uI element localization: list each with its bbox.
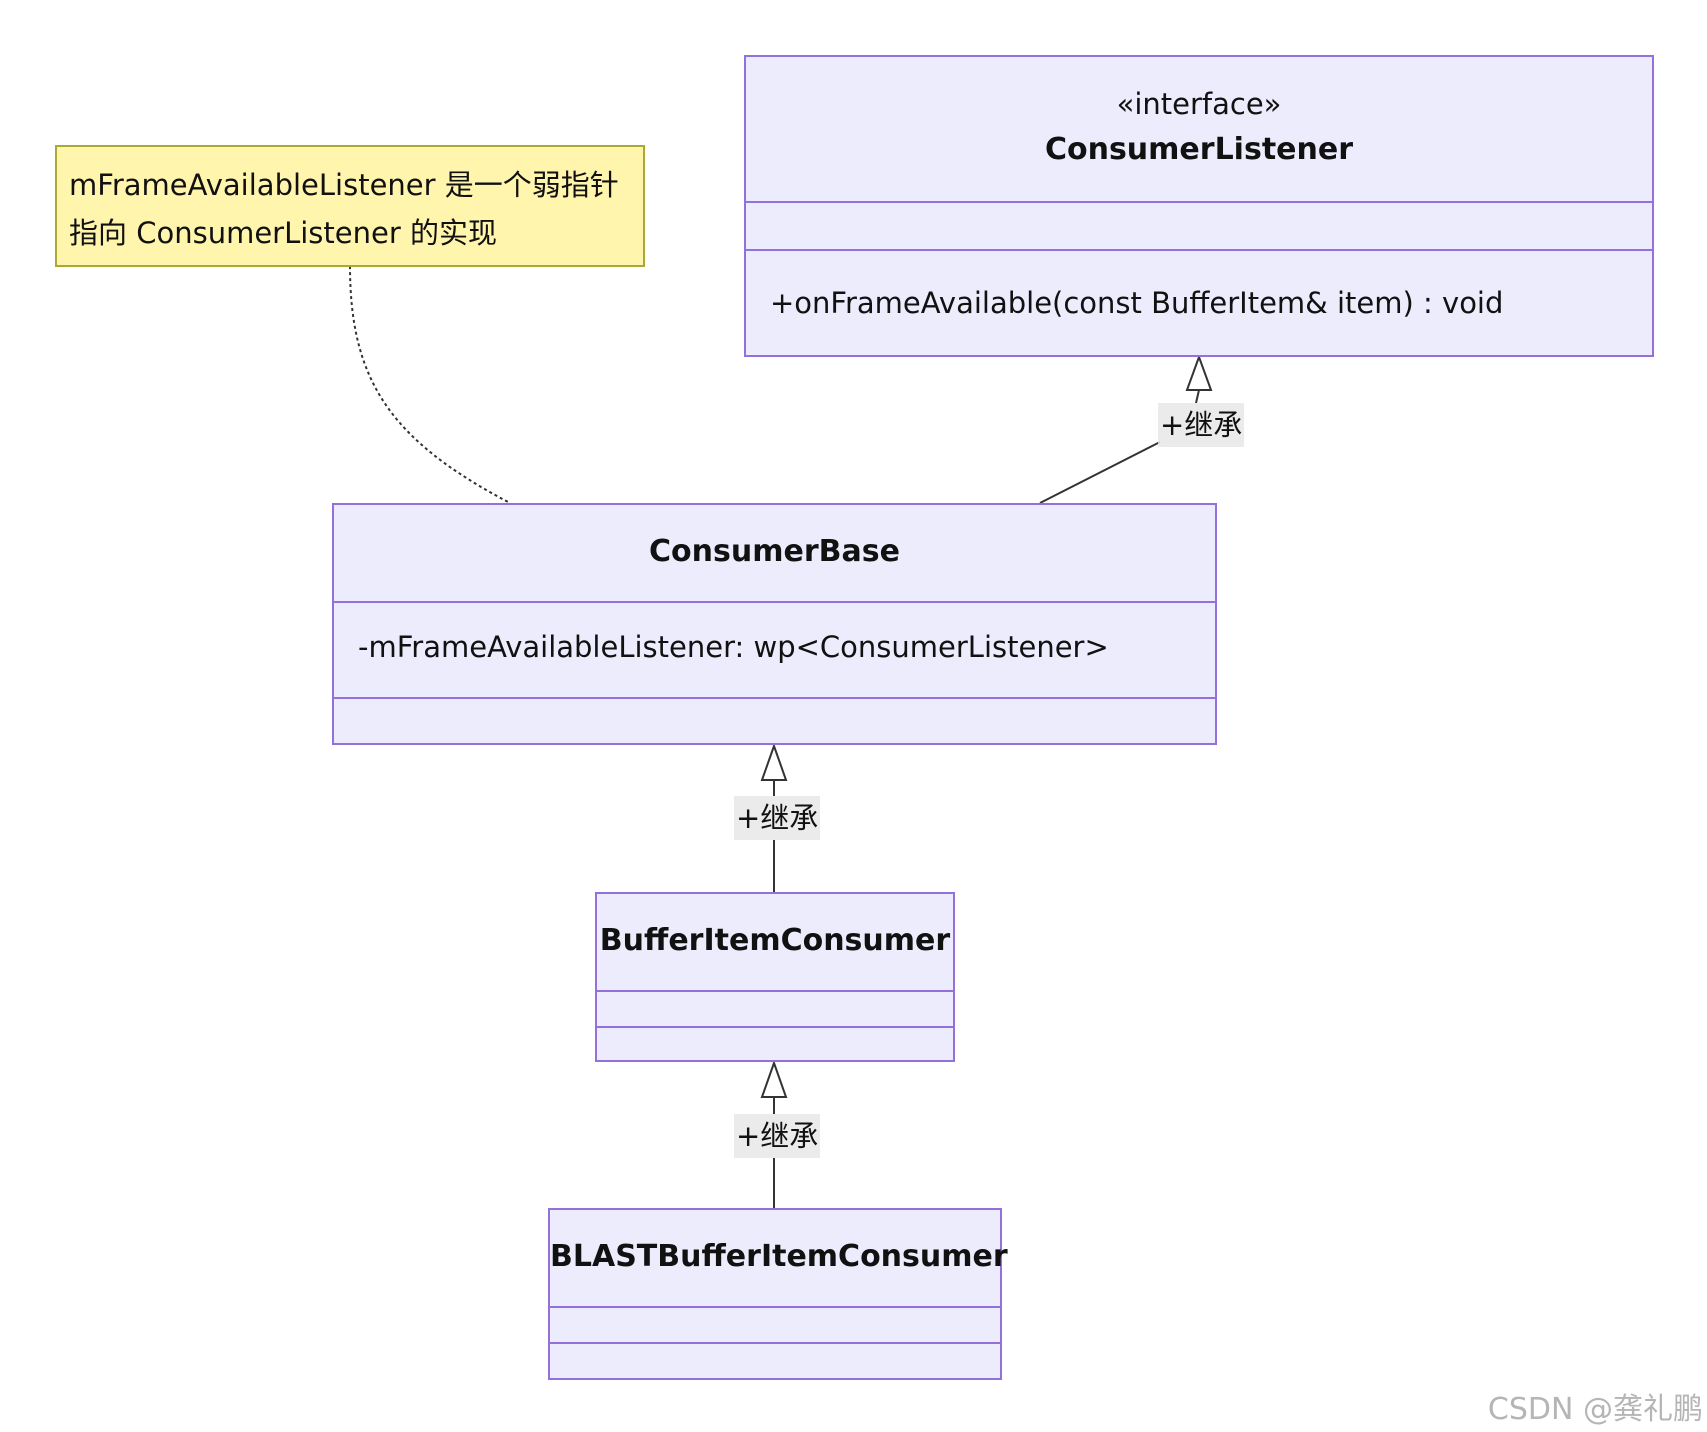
inheritance-arrowhead-listener (1185, 354, 1213, 391)
inheritance-arrowhead-base (760, 742, 788, 781)
class-header: BLASTBufferItemConsumer (550, 1210, 1008, 1306)
methods-section (550, 1342, 1000, 1378)
attributes-section (550, 1306, 1000, 1342)
class-header: «interface» ConsumerListener (746, 57, 1652, 201)
methods-section (597, 1026, 953, 1060)
edge-label-base-listener: +继承 (1158, 403, 1245, 447)
class-name: ConsumerBase (649, 534, 900, 569)
edge-label-blast-bic: +继承 (734, 1114, 821, 1158)
class-blast-buffer-item-consumer: BLASTBufferItemConsumer (548, 1208, 1008, 1380)
class-header: ConsumerBase (334, 505, 1215, 601)
class-consumer-listener: «interface» ConsumerListener +onFrameAva… (744, 55, 1654, 357)
methods-section (334, 697, 1215, 743)
inheritance-arrowhead-bic (760, 1059, 788, 1098)
attributes-section (746, 201, 1652, 249)
stereotype-label: «interface» (1116, 87, 1282, 121)
inheritance-line-base-listener (1039, 389, 1200, 504)
watermark: CSDN @龚礼鹏 (1487, 1392, 1703, 1427)
class-buffer-item-consumer: BufferItemConsumer (595, 892, 955, 1062)
class-consumer-base: ConsumerBase -mFrameAvailableListener: w… (332, 503, 1217, 745)
class-name: BLASTBufferItemConsumer (550, 1239, 1008, 1274)
note-box: mFrameAvailableListener 是一个弱指针 指向 Consum… (55, 145, 645, 267)
class-header: BufferItemConsumer (597, 894, 953, 990)
edge-label-bic-base: +继承 (734, 796, 821, 840)
attributes-section: -mFrameAvailableListener: wp<ConsumerLis… (334, 601, 1215, 697)
note-line-1: mFrameAvailableListener 是一个弱指针 (69, 168, 619, 202)
note-connector (349, 265, 511, 504)
attribute-m-frame-available-listener: -mFrameAvailableListener: wp<ConsumerLis… (358, 630, 1109, 664)
attributes-section (597, 990, 953, 1026)
note-line-2: 指向 ConsumerListener 的实现 (69, 216, 497, 250)
class-name: BufferItemConsumer (599, 923, 951, 958)
class-name: ConsumerListener (1044, 132, 1354, 167)
methods-section: +onFrameAvailable(const BufferItem& item… (746, 249, 1652, 318)
method-on-frame-available: +onFrameAvailable(const BufferItem& item… (770, 286, 1504, 320)
